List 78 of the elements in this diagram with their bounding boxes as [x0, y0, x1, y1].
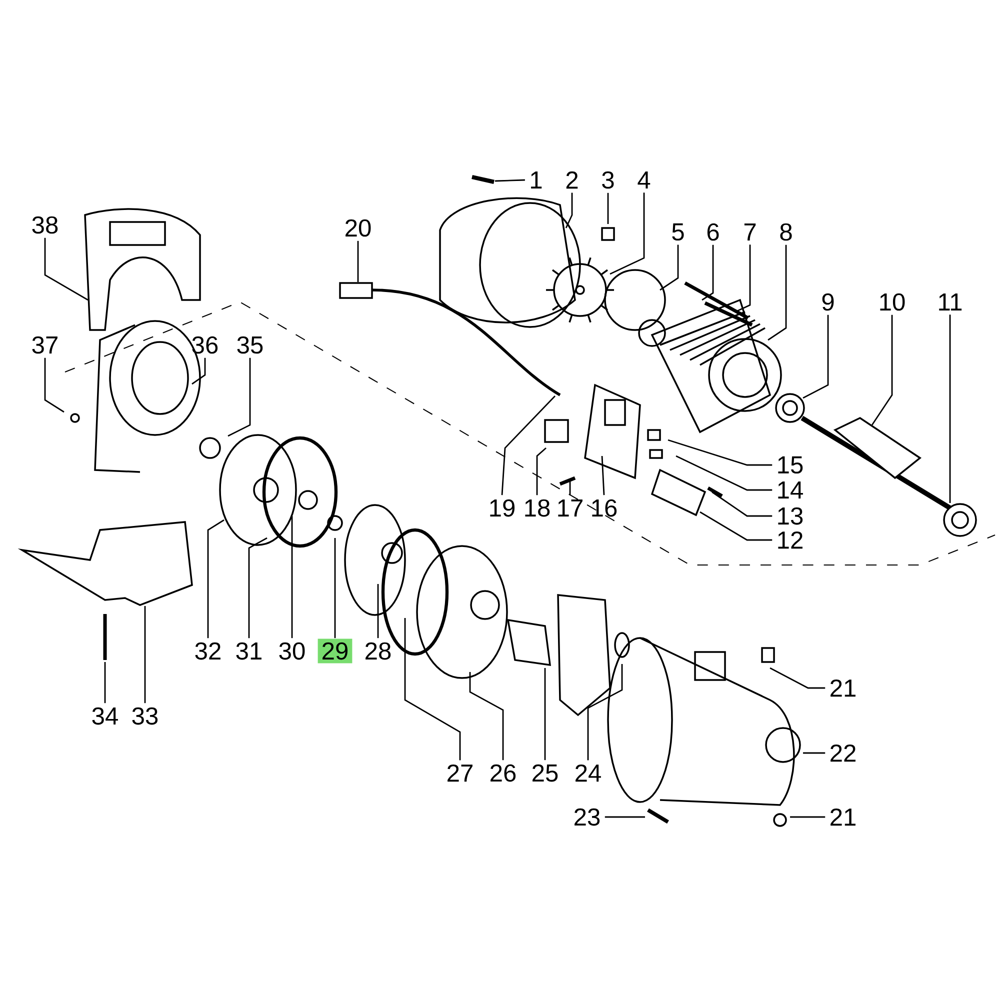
leader-line	[712, 491, 772, 517]
leader-line	[44, 238, 88, 301]
leader-line	[192, 358, 206, 385]
leader-line	[610, 192, 645, 275]
leader-line	[357, 240, 359, 282]
callout-number: 20	[346, 219, 371, 237]
callout-number: 30	[279, 642, 305, 660]
callout-number: 16	[592, 499, 617, 517]
leader-line	[871, 314, 893, 426]
leader-line	[501, 396, 556, 496]
callout-number: 7	[744, 224, 756, 240]
leader-line	[702, 244, 714, 301]
leader-line	[768, 244, 787, 341]
callout-number: 6	[707, 223, 719, 241]
callout-number: 9	[822, 293, 834, 311]
callout-number: 4	[638, 172, 650, 188]
callout-number: 19	[490, 499, 515, 517]
leader-line	[803, 752, 826, 754]
callout-number: 18	[525, 499, 550, 517]
callout-number: 25	[532, 764, 558, 782]
callout-number: 32	[195, 642, 220, 660]
callout-number: 21	[830, 679, 856, 697]
leader-line	[569, 480, 571, 496]
callout-number: 26	[490, 764, 516, 782]
leader-line	[587, 664, 623, 760]
callout-number: 28	[366, 642, 391, 660]
highlighted-callout-number: 29	[318, 638, 352, 664]
leader-line	[607, 192, 609, 224]
leader-line	[544, 668, 546, 760]
callout-number: 5	[672, 223, 684, 241]
leader-line	[248, 537, 268, 638]
callout-number: 21	[830, 808, 856, 826]
callout-number: 38	[32, 216, 58, 234]
callout-number: 14	[778, 482, 803, 498]
leader-line	[802, 314, 829, 399]
leader-line	[291, 516, 293, 638]
callout-number: 35	[237, 336, 263, 354]
leader-line	[770, 667, 826, 689]
callout-number: 37	[32, 336, 58, 354]
callout-number: 33	[132, 707, 158, 725]
leader-line	[104, 662, 106, 704]
callout-number: 8	[780, 223, 792, 241]
leader-line	[228, 358, 251, 437]
leader-line	[601, 456, 605, 496]
leader-line	[334, 538, 336, 638]
leader-line	[565, 192, 573, 228]
leader-line	[949, 314, 951, 503]
leader-line	[734, 244, 751, 313]
callout-number: 1	[531, 172, 542, 188]
callout-number: 23	[574, 808, 600, 826]
callout-number: 11	[939, 294, 962, 310]
leader-line	[660, 244, 679, 291]
leader-line	[536, 447, 546, 496]
callout-number: 34	[92, 707, 118, 725]
leader-line	[790, 816, 826, 818]
callout-number: 17	[558, 500, 582, 516]
callout-number: 36	[192, 336, 218, 354]
callout-number: 15	[778, 456, 803, 474]
leader-line	[144, 606, 146, 704]
callout-number: 27	[448, 764, 472, 782]
leader-line	[668, 439, 772, 466]
callout-number: 12	[778, 531, 802, 549]
leader-line	[700, 511, 772, 541]
leader-line	[377, 584, 379, 638]
leader-line	[207, 519, 224, 638]
callout-number: 2	[566, 171, 578, 189]
leader-line	[604, 816, 646, 818]
callout-number: 10	[880, 293, 905, 311]
leader-line	[495, 179, 525, 182]
leader-line	[44, 358, 64, 413]
leader-line	[469, 672, 504, 760]
callout-number: 22	[830, 744, 856, 762]
callout-number: 3	[602, 171, 614, 189]
leader-line	[676, 455, 772, 491]
callout-number: 24	[576, 764, 601, 782]
leader-line	[404, 618, 461, 760]
callout-number: 13	[778, 507, 803, 525]
callout-number: 31	[236, 642, 262, 660]
